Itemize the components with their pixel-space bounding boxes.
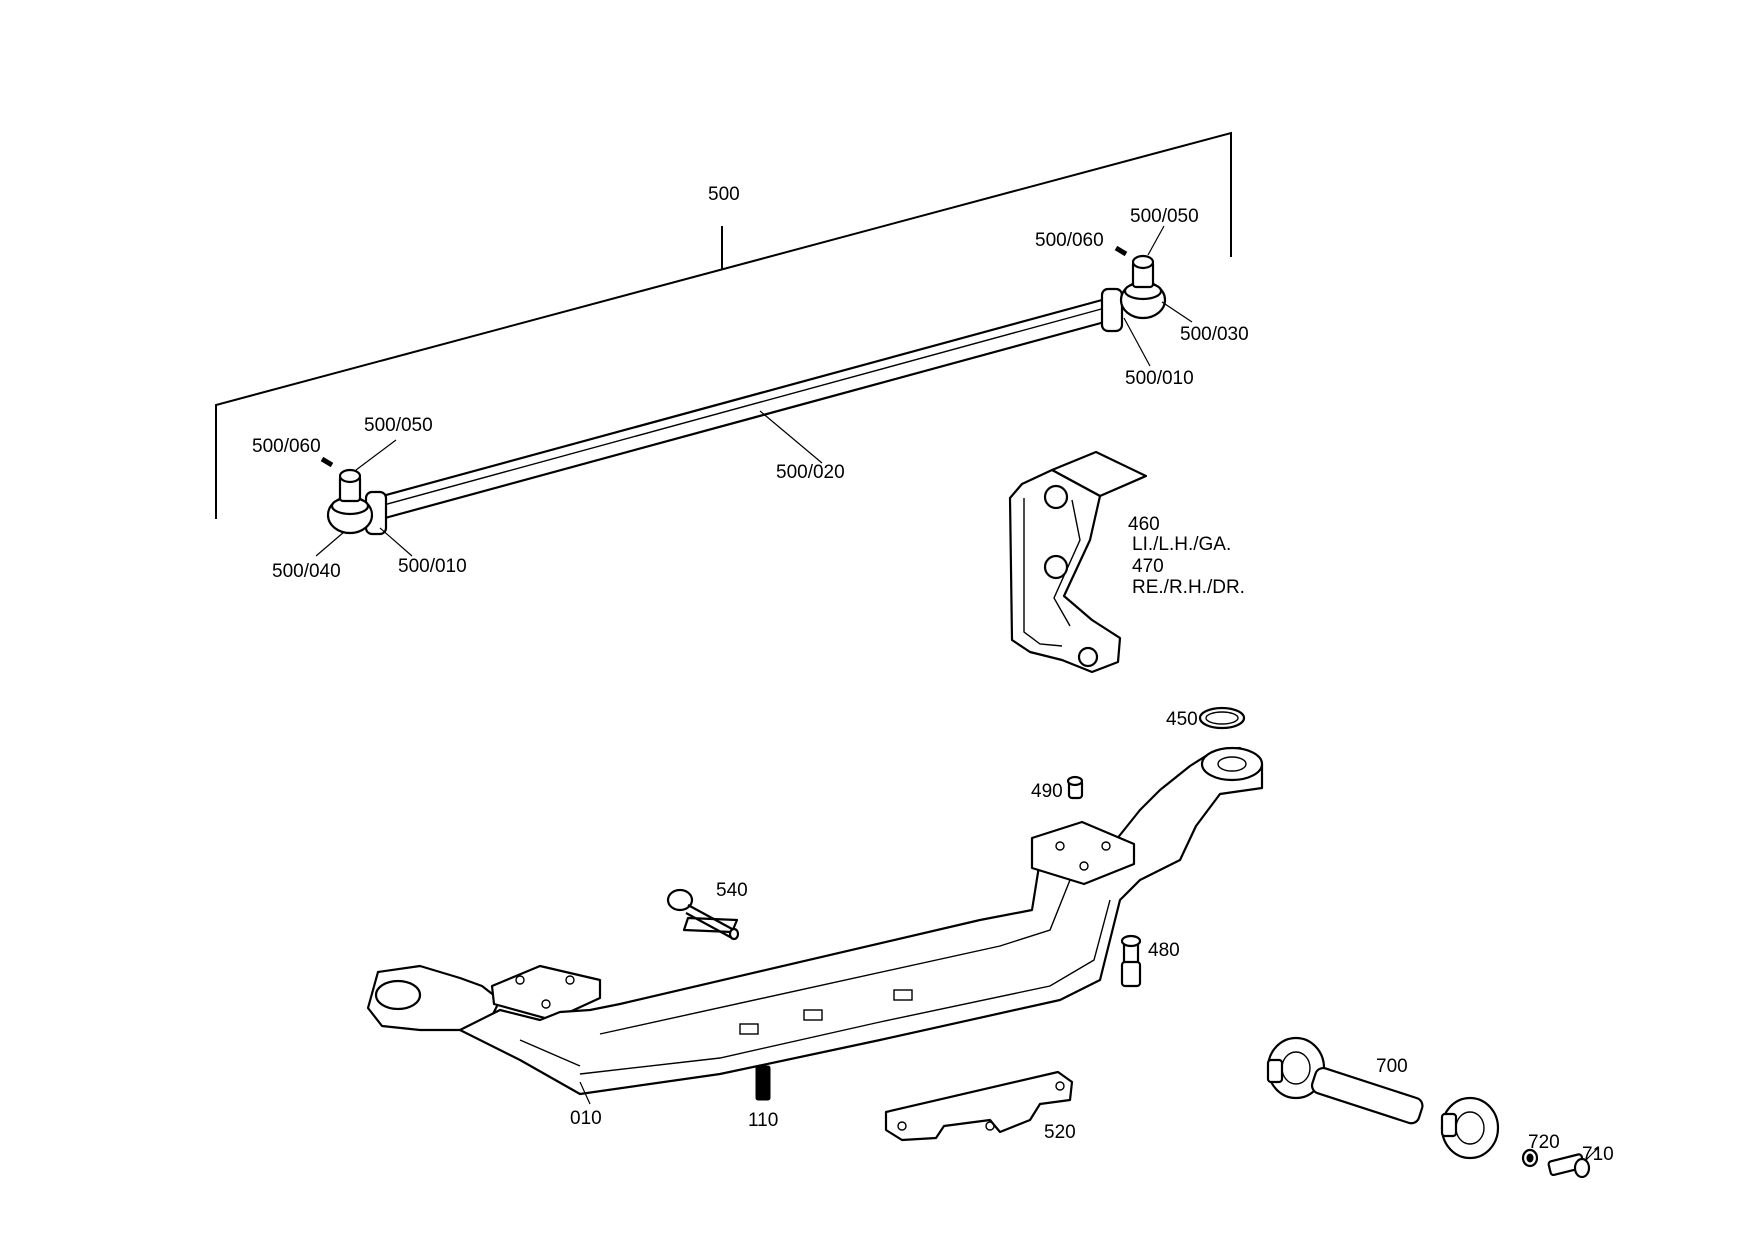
label-500-050-left: 500/050: [364, 415, 433, 436]
axle-beam-010: [366, 746, 1264, 1105]
seal-ring-450: [1198, 706, 1246, 730]
bolt-480: [1120, 934, 1142, 988]
label-470: 470: [1132, 556, 1164, 577]
label-500-030: 500/030: [1180, 324, 1249, 345]
label-500-060-left: 500/060: [252, 436, 321, 457]
washer-720: [1521, 1148, 1539, 1168]
label-500: 500: [708, 184, 740, 205]
label-110: 110: [748, 1110, 778, 1131]
label-480: 480: [1148, 940, 1180, 961]
label-450: 450: [1166, 709, 1198, 730]
tie-rod-end-left: [315, 439, 413, 557]
label-500-010-right: 500/010: [1125, 368, 1194, 389]
label-470-text: RE./R.H./DR.: [1132, 577, 1245, 598]
bolt-710: [1547, 1147, 1599, 1179]
bolt-540: [666, 888, 740, 941]
shock-absorber-700: [1266, 1036, 1500, 1160]
label-540: 540: [716, 880, 748, 901]
label-500-020: 500/020: [776, 462, 845, 483]
label-460-text: LI./L.H./GA.: [1132, 534, 1231, 555]
label-500-050-right: 500/050: [1130, 206, 1199, 227]
label-700: 700: [1376, 1056, 1408, 1077]
label-010: 010: [570, 1108, 602, 1129]
bracket-520: [884, 1070, 1074, 1142]
label-500-010-left: 500/010: [398, 556, 467, 577]
bracket-460-470: [1008, 450, 1148, 674]
plug-490: [1066, 775, 1084, 800]
label-520: 520: [1044, 1122, 1076, 1143]
spacer-110: [755, 1065, 771, 1101]
tie-rod-end-right: [1100, 225, 1193, 367]
label-710: 710: [1582, 1144, 1614, 1165]
label-460: 460: [1128, 514, 1160, 535]
label-500-060-right: 500/060: [1035, 230, 1104, 251]
label-720: 720: [1528, 1132, 1560, 1153]
label-500-040: 500/040: [272, 561, 341, 582]
assembly-500-frame: [215, 131, 1232, 519]
part-labels: 500 500/050 500/060 500/030 500/010 500/…: [252, 184, 1614, 1165]
label-490: 490: [1031, 781, 1063, 802]
